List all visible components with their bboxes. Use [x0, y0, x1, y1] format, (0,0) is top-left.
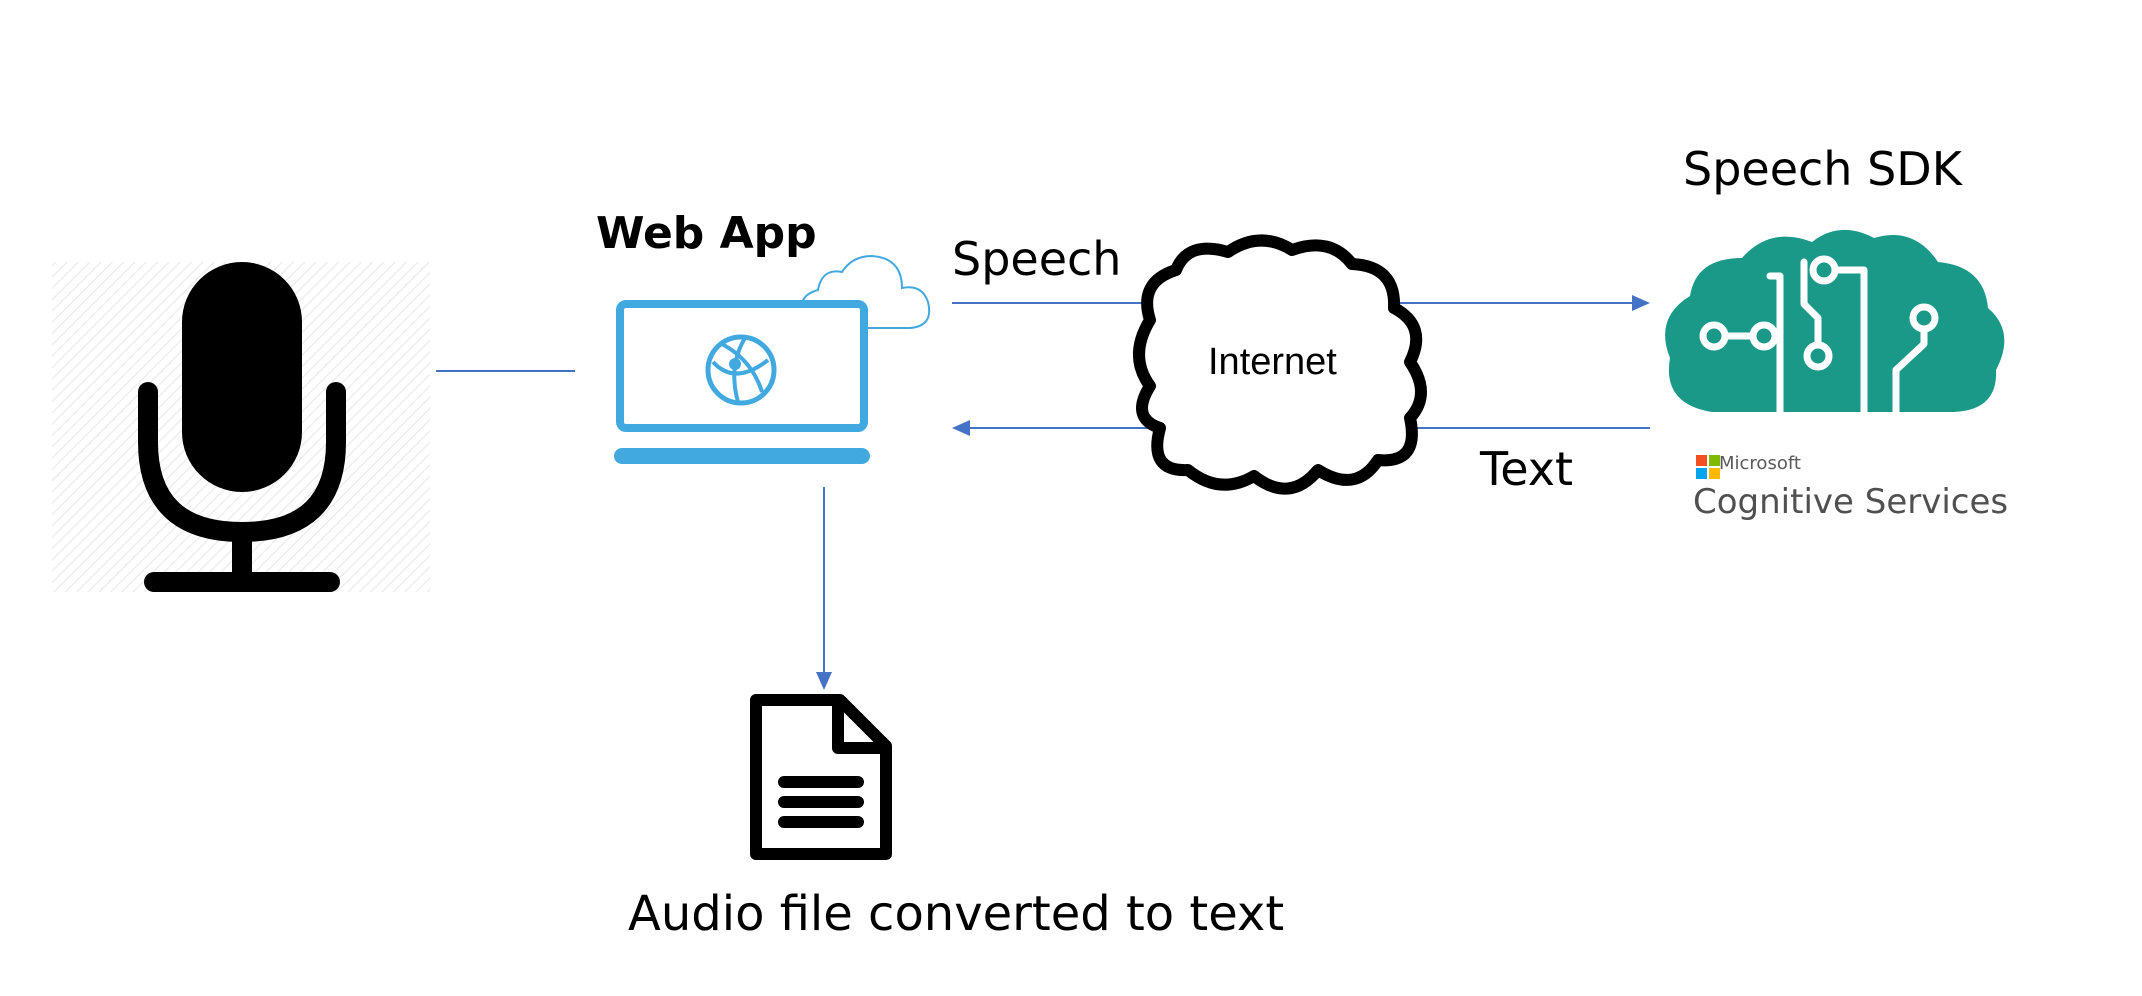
laptop-icon: [614, 300, 870, 464]
microsoft-label: Microsoft: [1719, 453, 1801, 474]
text-label: Text: [1480, 442, 1574, 496]
cognitive-services-label: Cognitive Services: [1693, 482, 2009, 522]
brain-circuit-icon: [1665, 229, 2005, 416]
document-icon: [750, 694, 892, 860]
microphone-icon: [52, 262, 430, 592]
output-caption: Audio file converted to text: [628, 886, 1285, 942]
internet-cloud-icon: [1133, 234, 1427, 495]
speech-sdk-label: Speech SDK: [1683, 142, 1962, 196]
speech-label: Speech: [952, 232, 1122, 286]
microsoft-logo-icon: [1696, 455, 1720, 479]
internet-label: Internet: [1208, 341, 1337, 383]
web-app-label: Web App: [596, 208, 817, 259]
